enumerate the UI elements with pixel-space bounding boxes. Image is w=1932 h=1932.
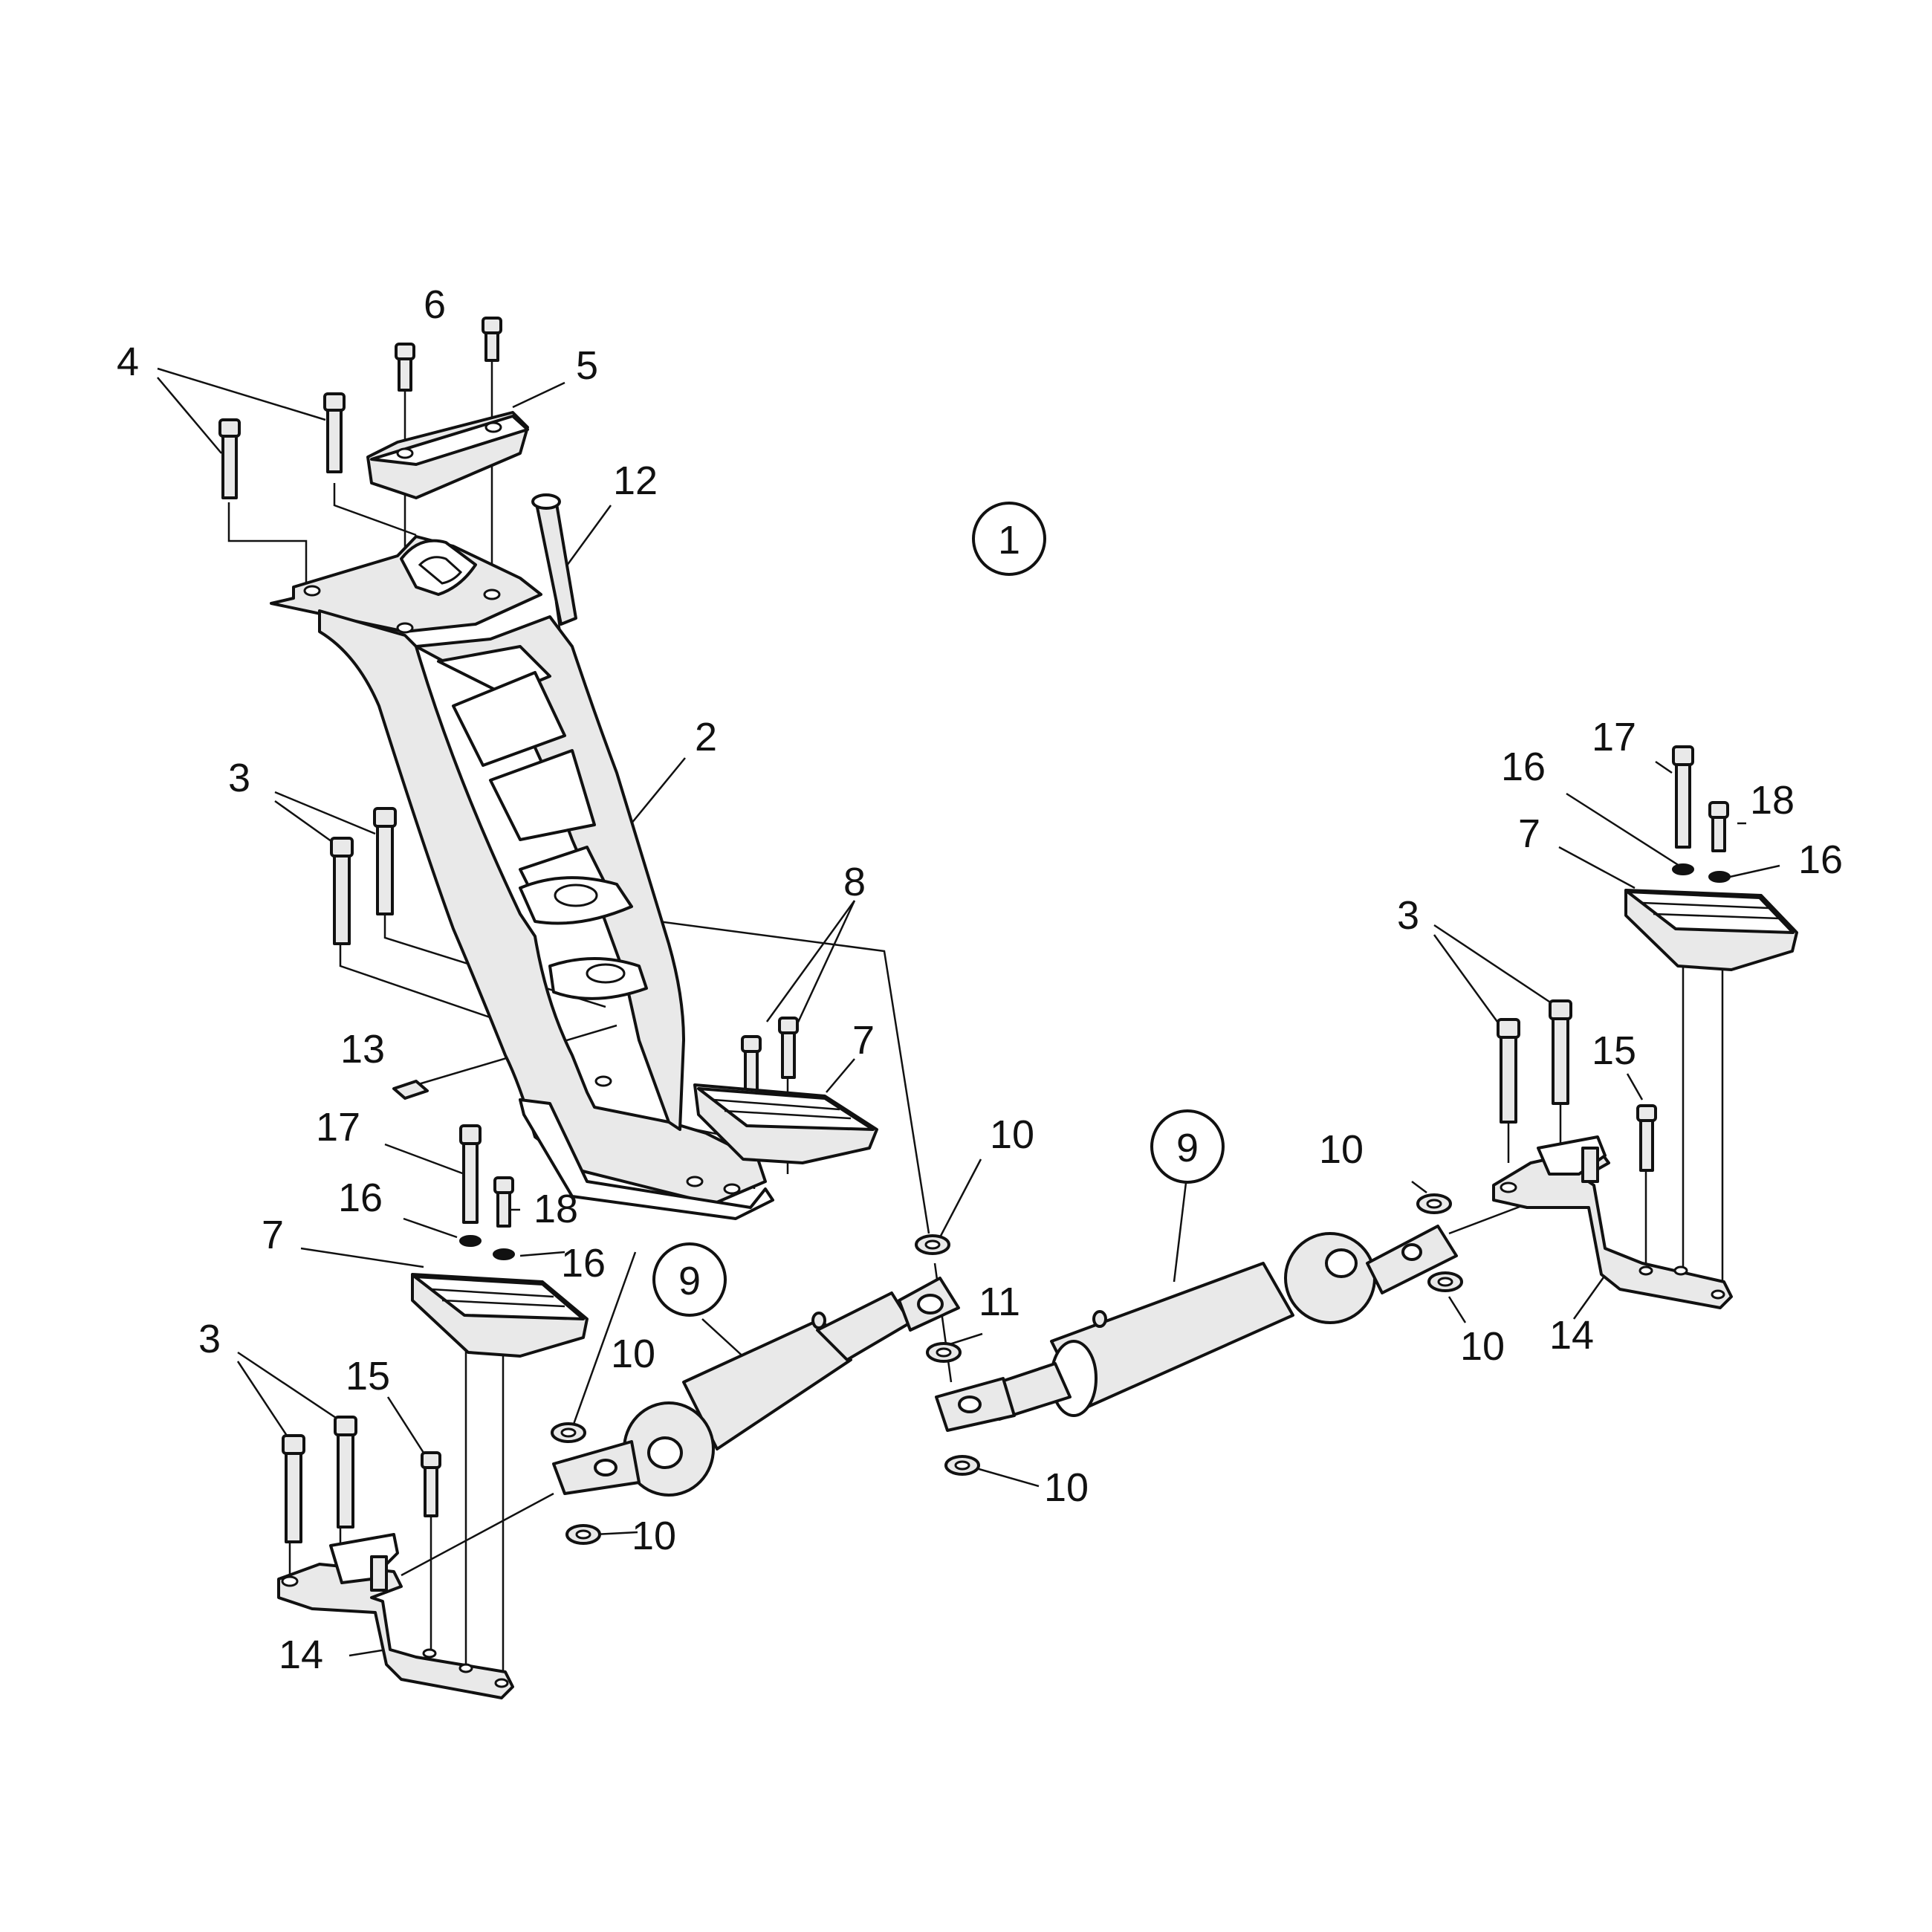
label-10-a: 10 <box>990 1112 1034 1157</box>
label-13: 13 <box>340 1027 385 1072</box>
label-5: 5 <box>576 343 598 388</box>
label-4: 4 <box>117 340 139 384</box>
label-3-top-left: 3 <box>228 756 250 800</box>
label-14-left: 14 <box>279 1633 323 1677</box>
cylinder-left-9 <box>552 1277 960 1497</box>
label-16-right-a: 16 <box>1501 745 1546 789</box>
label-17-left: 17 <box>316 1105 360 1150</box>
block-part-5 <box>366 411 529 499</box>
bracket-right-14 <box>1492 1135 1733 1309</box>
label-7-left: 7 <box>262 1213 284 1257</box>
label-17-right: 17 <box>1592 715 1636 759</box>
label-14-right: 14 <box>1549 1313 1594 1358</box>
label-12: 12 <box>613 458 658 503</box>
bracket-left-14 <box>277 1533 514 1699</box>
label-2: 2 <box>695 715 717 759</box>
label-10-d: 10 <box>1460 1324 1505 1369</box>
label-10-e: 10 <box>1044 1465 1089 1510</box>
pedal-pads-7 <box>411 889 1798 1358</box>
label-6: 6 <box>424 282 446 327</box>
washers-16 <box>459 863 1731 1260</box>
frame-part-2 <box>270 535 774 1220</box>
label-16-left-b: 16 <box>561 1241 606 1286</box>
cylinder-right-9 <box>935 1225 1458 1432</box>
label-16-left-a: 16 <box>338 1176 383 1220</box>
label-9-left: 9 <box>678 1259 701 1303</box>
label-10-c: 10 <box>611 1332 655 1376</box>
clip-part-13 <box>392 1080 429 1100</box>
label-1: 1 <box>998 518 1020 563</box>
label-10-b: 10 <box>1319 1127 1364 1172</box>
label-15-right: 15 <box>1592 1028 1636 1073</box>
label-16-right-b: 16 <box>1798 837 1843 882</box>
label-7-center: 7 <box>852 1018 875 1063</box>
bolts <box>218 317 1729 1543</box>
callout-circle-1 <box>972 502 1046 576</box>
callout-circle-9-right <box>1150 1109 1225 1184</box>
callout-labels: 1 2 3 3 3 4 5 6 7 7 7 8 9 9 10 10 10 10 … <box>117 282 1843 1677</box>
label-18-right: 18 <box>1750 778 1795 823</box>
label-18-left: 18 <box>534 1187 578 1231</box>
washers-10-11 <box>551 1193 1463 1545</box>
label-8: 8 <box>843 860 866 904</box>
label-7-right: 7 <box>1518 811 1540 856</box>
callout-circle-9-left <box>652 1242 727 1317</box>
label-15-left: 15 <box>346 1354 390 1398</box>
label-3-bottom-left: 3 <box>198 1317 221 1361</box>
pin-part-12 <box>531 493 577 626</box>
label-11: 11 <box>979 1280 1020 1324</box>
label-3-right: 3 <box>1397 893 1419 938</box>
leader-lines <box>157 317 1780 1683</box>
label-9-right: 9 <box>1176 1126 1199 1170</box>
label-10-f: 10 <box>632 1514 676 1558</box>
